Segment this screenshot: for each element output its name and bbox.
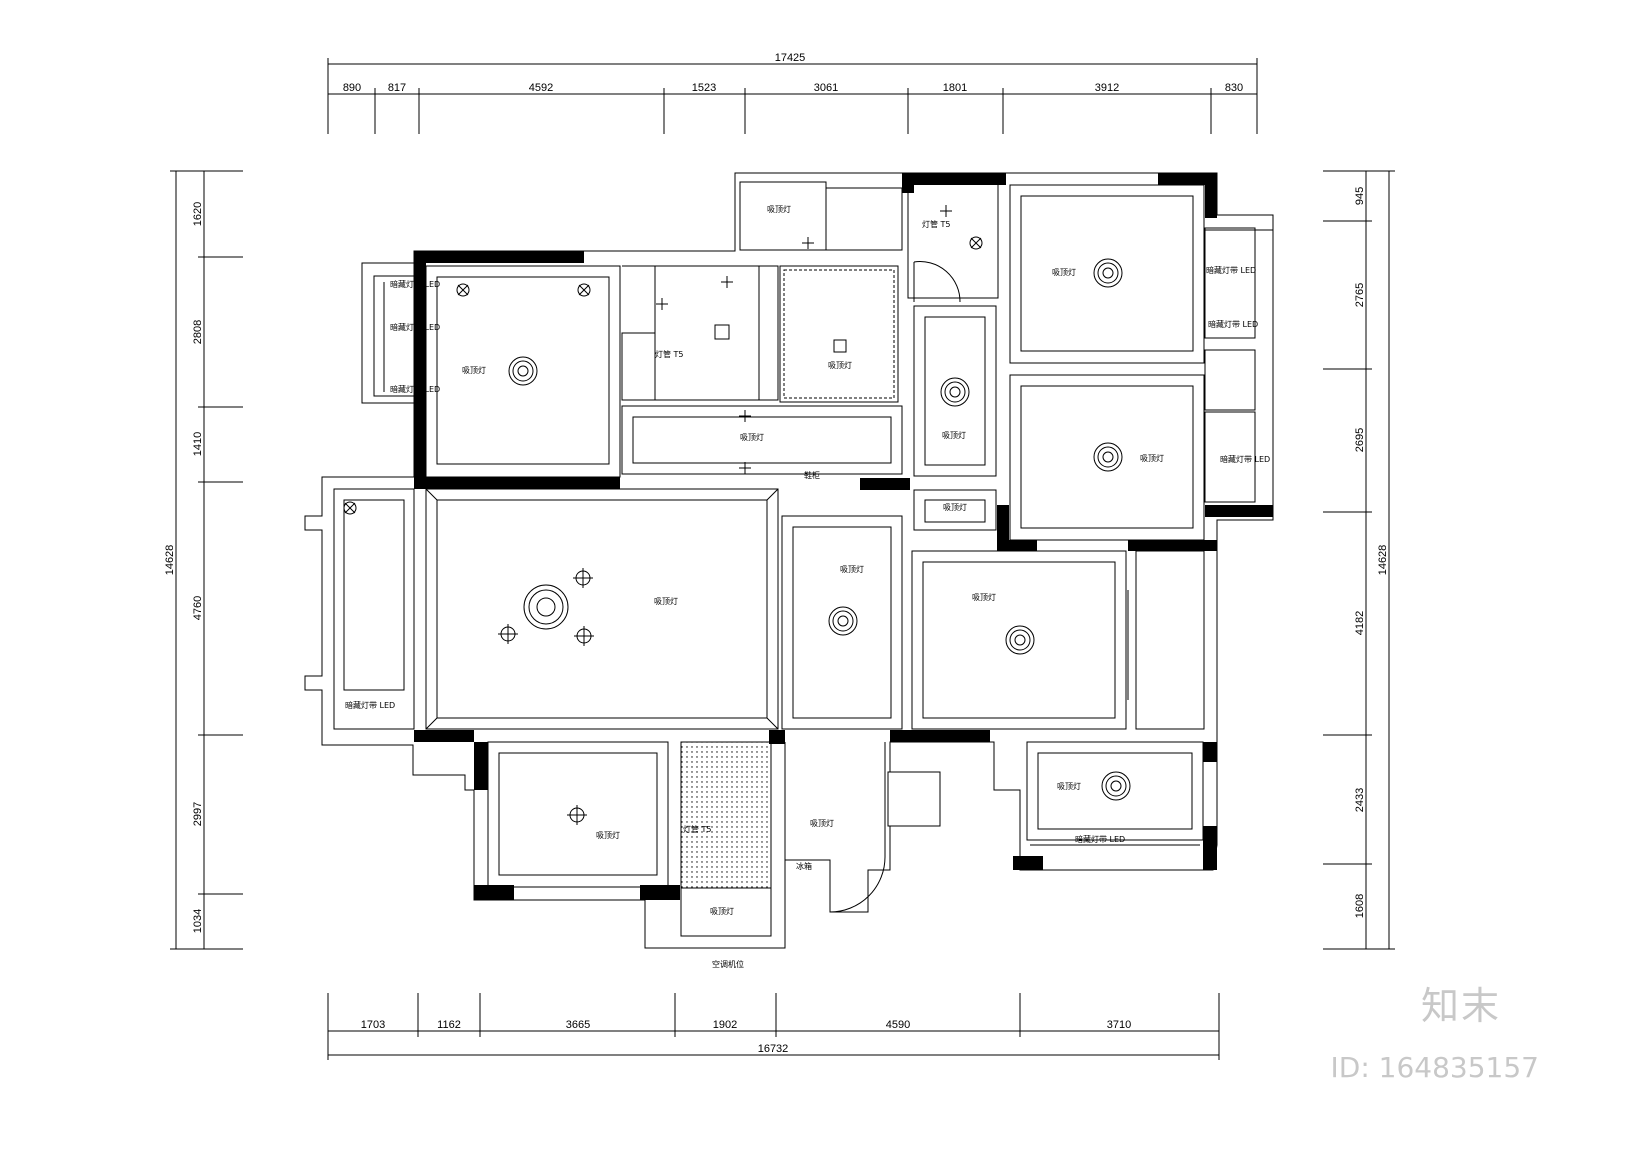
right-balconies [1204,227,1256,503]
bottom-dim-5: 4590 [886,1019,910,1031]
top-dim-4: 1523 [692,82,716,94]
top-dimension-line [327,58,1258,134]
label-led-strip: 暗藏灯带 LED [1206,265,1256,275]
bottom-dim-6: 3710 [1107,1019,1131,1031]
right-dim-1: 945 [1354,187,1366,205]
watermark-id: ID: 164835157 [1330,1051,1539,1084]
top-storage-rooms [739,181,999,299]
bottom-dim-3: 3665 [566,1019,590,1031]
bottom-dim-2: 1162 [437,1019,461,1031]
label-led-strip: 暗藏灯带 LED [1075,834,1125,844]
label-downlight: 吸顶灯 [767,204,791,214]
label-downlight: 吸顶灯 [654,596,678,606]
bedroom-bottom-left-ceiling [487,741,669,888]
spotlight-icons [343,205,983,825]
top-dim-3: 4592 [529,82,553,94]
bedroom-bottom-right-ceiling [1026,741,1204,846]
left-balcony [373,275,415,397]
corridor-ceiling [621,405,903,475]
door-swing [913,261,961,303]
living-balcony [333,488,415,730]
top-dim-6: 1801 [943,82,967,94]
label-fridge: 冰箱 [796,861,812,871]
label-downlight: 吸顶灯 [942,430,966,440]
top-dim-1: 890 [343,82,361,94]
living-room-ceiling [425,488,779,730]
dimension-texts: 17425 890 817 4592 1523 3061 1801 3912 8… [164,52,1389,1055]
left-dim-1: 1620 [192,202,204,226]
right-dimension-line [1323,170,1395,950]
right-total-dim: 14628 [1377,545,1389,576]
left-dim-5: 2997 [192,802,204,826]
left-dim-3: 1410 [192,432,204,456]
bedroom-right-middle-ceiling [1009,374,1205,541]
label-downlight: 吸顶灯 [828,360,852,370]
label-downlight: 吸顶灯 [462,365,486,375]
label-downlight: 吸顶灯 [810,818,834,828]
bathroom-second-ceiling [779,265,899,403]
label-downlight: 吸顶灯 [1052,267,1076,277]
left-dimension-line [170,170,243,950]
ceiling-plan-drawing: 17425 890 817 4592 1523 3061 1801 3912 8… [164,52,1395,1060]
top-dim-7: 3912 [1095,82,1119,94]
bottom-dim-1: 1703 [361,1019,385,1031]
label-led-strip: 暗藏灯带 LED [390,322,440,332]
right-hall [1127,550,1205,730]
chandelier-icons [508,258,1131,801]
label-lamp-tube: 灯管 T5 [683,824,712,834]
left-dim-4: 4760 [192,596,204,620]
label-led-strip: 暗藏灯带 LED [1220,454,1270,464]
left-dim-2: 2808 [192,320,204,344]
top-dim-2: 817 [388,82,406,94]
label-downlight: 吸顶灯 [1140,453,1164,463]
right-dim-4: 4182 [1354,611,1366,635]
right-dim-3: 2695 [1354,428,1366,452]
right-dim-2: 2765 [1354,283,1366,307]
label-downlight: 吸顶灯 [710,906,734,916]
top-total-dim: 17425 [775,52,806,64]
kitchen-ceiling [680,741,772,937]
label-downlight: 吸顶灯 [972,592,996,602]
entry-area [784,742,941,913]
label-lamp-tube: 灯管 T5 [922,219,951,229]
closet-ceiling [913,305,997,531]
label-lamp-tube: 灯管 T5 [655,349,684,359]
bottom-dim-4: 1902 [713,1019,737,1031]
label-door-cab: 鞋柜 [804,470,820,480]
fixture-labels: 吸顶灯 吸顶灯 吸顶灯 吸顶灯 吸顶灯 吸顶灯 吸顶灯 吸顶灯 吸顶灯 吸顶灯 … [345,204,1270,969]
label-led-strip: 暗藏灯带 LED [390,384,440,394]
label-downlight: 吸顶灯 [840,564,864,574]
top-dim-5: 3061 [814,82,838,94]
dining-ceiling [781,515,903,730]
label-led-strip: 暗藏灯带 LED [345,700,395,710]
label-downlight: 吸顶灯 [1057,781,1081,791]
bedroom-top-left-ceiling [425,265,621,478]
right-dim-6: 1608 [1354,894,1366,918]
bathroom-top-ceiling [621,265,779,401]
bottom-dimension-line [327,993,1220,1060]
label-downlight: 吸顶灯 [596,830,620,840]
bedroom-center-right-ceiling [911,550,1127,730]
left-total-dim: 14628 [164,545,176,576]
exterior-walls [304,172,1274,949]
bottom-total-dim: 16732 [758,1043,789,1055]
left-dim-6: 1034 [192,909,204,933]
top-dim-8: 830 [1225,82,1243,94]
watermark-logo: 知末 [1420,984,1501,1028]
solid-walls [414,173,1273,900]
label-downlight: 吸顶灯 [740,432,764,442]
label-window-note: 空调机位 [712,959,744,969]
bedroom-top-right-ceiling [1009,184,1205,364]
label-led-strip: 暗藏灯带 LED [390,279,440,289]
right-dim-5: 2433 [1354,788,1366,812]
label-downlight: 吸顶灯 [943,502,967,512]
label-led-strip: 暗藏灯带 LED [1208,319,1258,329]
